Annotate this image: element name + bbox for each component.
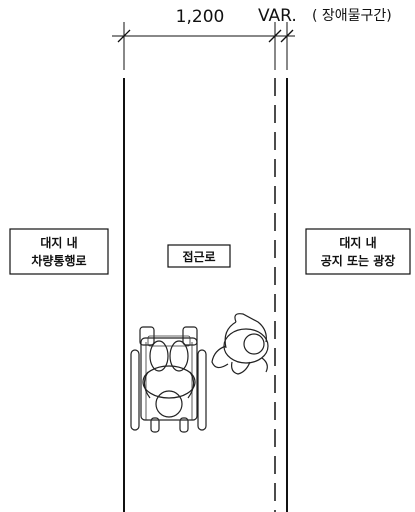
zone-box-center <box>167 244 231 268</box>
zone-right-line1: 대지 내 <box>339 235 376 250</box>
dim-tick-left <box>117 29 131 43</box>
dim-tick-mid <box>268 29 282 43</box>
zone-left-line2: 차량통행로 <box>31 253 86 268</box>
dimension-variable-label: VAR. <box>258 6 297 26</box>
dimension-line <box>112 22 295 70</box>
zone-box-right <box>305 228 411 275</box>
zone-right-line2: 공지 또는 광장 <box>321 253 396 268</box>
zone-center-line1: 접근로 <box>182 250 215 264</box>
dimension-width-label: 1,200 <box>176 7 225 27</box>
zone-left-line1: 대지 내 <box>40 235 77 250</box>
dim-tick-right <box>280 29 294 43</box>
dimension-variable-note: ( 장애물구간) <box>312 8 392 24</box>
zone-box-left <box>9 228 109 275</box>
standing-person-figure <box>211 313 269 375</box>
wheelchair-user-figure <box>130 326 207 433</box>
